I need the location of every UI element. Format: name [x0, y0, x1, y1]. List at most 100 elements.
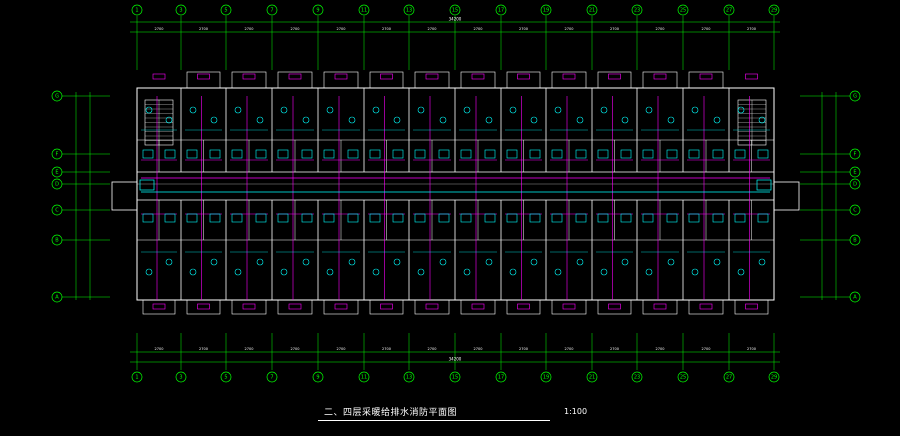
balcony-bottom — [231, 299, 267, 315]
fixture-basin-north — [255, 149, 267, 159]
fixture-toilet-north — [506, 149, 518, 159]
dim-bay-bottom: 2700 — [656, 347, 665, 351]
fixture-radiator-south — [645, 268, 653, 276]
balcony-top — [369, 71, 404, 89]
axis-bubble-top — [723, 4, 735, 16]
balcony-heater-bottom — [197, 303, 210, 310]
fixture-floor-drain-south — [348, 258, 356, 266]
fixture-basin-north — [347, 149, 359, 159]
balcony-bottom — [642, 299, 678, 315]
axis-label-bottom: 17 — [498, 375, 504, 381]
dim-bay-bottom: 2700 — [610, 347, 619, 351]
fixture-basin-south — [666, 213, 678, 223]
fixture-basin-north — [209, 149, 221, 159]
fixture-floor-drain-south — [530, 258, 538, 266]
axis-bubble-top — [495, 4, 507, 16]
fixture-radiator-north — [280, 106, 288, 114]
fixture-radiator-north — [145, 106, 153, 114]
dim-overall-top: 34200 — [449, 17, 462, 22]
fixture-radiator-south — [417, 268, 425, 276]
axis-label-bottom: 1 — [135, 375, 138, 381]
fixture-floor-drain-north — [576, 116, 584, 124]
fixture-toilet-south — [506, 213, 518, 223]
balcony-top — [642, 71, 678, 89]
axis-label-left: G — [55, 94, 59, 100]
axis-bubble-bottom — [266, 371, 278, 383]
axis-label-right: E — [853, 170, 856, 176]
fixture-basin-south — [209, 213, 221, 223]
fixture-toilet-south — [734, 213, 746, 223]
axis-label-bottom: 21 — [589, 375, 595, 381]
fixture-toilet-south — [142, 213, 154, 223]
axis-bubble-top — [266, 4, 278, 16]
fixture-basin-south — [255, 213, 267, 223]
fixture-radiator-north — [509, 106, 517, 114]
fixture-toilet-south — [460, 213, 472, 223]
axis-bubble-bottom — [449, 371, 461, 383]
axis-bubble-bottom — [312, 371, 324, 383]
axis-label-top: 9 — [316, 8, 319, 14]
fixture-radiator-north — [234, 106, 242, 114]
fixture-basin-south — [620, 213, 632, 223]
balcony-heater-top — [152, 73, 166, 80]
dim-bay-top: 2700 — [610, 27, 619, 31]
balcony-top — [688, 71, 724, 89]
axis-label-right: F — [854, 152, 857, 158]
fixture-radiator-north — [417, 106, 425, 114]
axis-label-top: 19 — [543, 8, 549, 14]
dim-bay-top: 2700 — [291, 27, 300, 31]
balcony-heater-bottom — [608, 303, 621, 310]
fixture-toilet-north — [551, 149, 563, 159]
fixture-toilet-south — [414, 213, 426, 223]
axis-bubble-bottom — [131, 371, 143, 383]
fixture-radiator-north — [372, 106, 380, 114]
balcony-heater-bottom — [745, 303, 758, 310]
balcony-bottom — [142, 299, 176, 315]
balcony-heater-top — [380, 73, 393, 80]
axis-label-bottom: 3 — [179, 375, 182, 381]
fixture-toilet-south — [277, 213, 289, 223]
fixture-floor-drain-north — [165, 116, 173, 124]
axis-label-bottom: 27 — [726, 375, 732, 381]
axis-bubble-top — [312, 4, 324, 16]
axis-label-left: A — [55, 295, 59, 301]
fixture-toilet-south — [551, 213, 563, 223]
balcony-heater-top — [653, 73, 667, 80]
balcony-bottom — [688, 299, 724, 315]
fixture-floor-drain-south — [485, 258, 493, 266]
axis-label-left: F — [56, 152, 59, 158]
axis-bubble-bottom — [175, 371, 187, 383]
fixture-toilet-south — [186, 213, 198, 223]
fixture-radiator-south — [326, 268, 334, 276]
axis-label-right: B — [853, 238, 857, 244]
title-underline — [318, 420, 550, 421]
axis-label-left: B — [55, 238, 59, 244]
fixture-toilet-north — [277, 149, 289, 159]
fixture-basin-north — [666, 149, 678, 159]
dim-bay-top: 2700 — [519, 27, 528, 31]
axis-label-left: C — [55, 208, 59, 214]
fixture-radiator-south — [145, 268, 153, 276]
fixture-radiator-north — [326, 106, 334, 114]
fixture-toilet-south — [642, 213, 654, 223]
axis-label-top: 25 — [680, 8, 686, 14]
balcony-heater-bottom — [334, 303, 348, 310]
axis-bubble-bottom — [495, 371, 507, 383]
axis-label-top: 7 — [270, 8, 273, 14]
dim-bay-bottom: 2700 — [474, 347, 483, 351]
axis-label-top: 5 — [224, 8, 227, 14]
axis-label-left: D — [55, 182, 59, 188]
fixture-basin-north — [438, 149, 450, 159]
fixture-floor-drain-south — [667, 258, 675, 266]
dim-bay-top: 2700 — [747, 27, 756, 31]
fixture-floor-drain-south — [210, 258, 218, 266]
axis-bubble-top — [131, 4, 143, 16]
fixture-basin-south — [164, 213, 176, 223]
fixture-toilet-north — [323, 149, 335, 159]
balcony-bottom — [323, 299, 359, 315]
axis-bubble-top — [677, 4, 689, 16]
balcony-top — [506, 71, 541, 89]
balcony-top — [551, 71, 587, 89]
balcony-heater-bottom — [471, 303, 485, 310]
fixture-radiator-north — [600, 106, 608, 114]
